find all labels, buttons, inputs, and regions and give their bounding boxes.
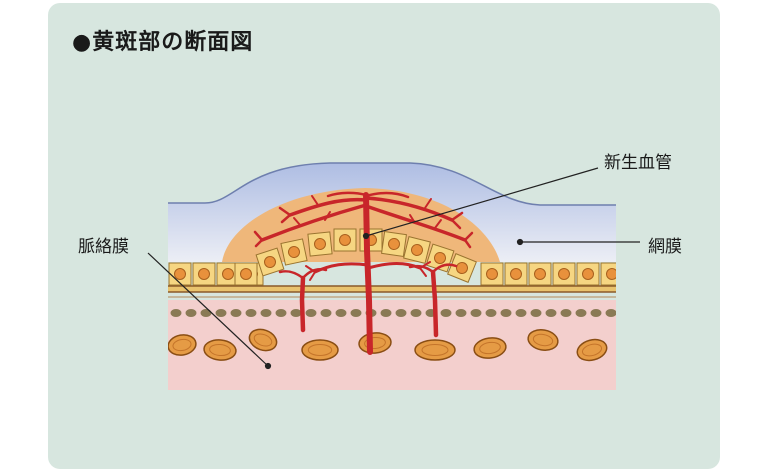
rpe-cell: [192, 262, 216, 286]
choroid-dot: [290, 309, 302, 317]
choroid-dot: [275, 309, 287, 317]
choroid-dot: [230, 309, 242, 317]
choroid-dot: [170, 309, 182, 317]
choroid-dot: [485, 309, 497, 317]
label-neovascular: 新生血管: [604, 153, 672, 173]
choroid-dot: [455, 309, 467, 317]
vessel-left-trunk: [299, 275, 306, 333]
choroid-dot: [410, 309, 422, 317]
choroid-cell: [203, 339, 237, 361]
vessel-right-trunk: [430, 269, 439, 338]
label-choroid: 脈絡膜: [78, 237, 129, 257]
leader-neovascular: [365, 167, 599, 237]
rpe-cell: [504, 262, 528, 286]
rpe-cell: [168, 262, 192, 286]
choroid-dot: [605, 309, 616, 317]
rpe-cell: [480, 262, 504, 286]
rpe-cell: [234, 262, 258, 286]
choroid-dot: [575, 309, 587, 317]
rpe-cell: [600, 262, 616, 286]
choroid-dot: [590, 309, 602, 317]
choroid-dot: [200, 309, 212, 317]
choroid-cells: [168, 328, 608, 362]
choroid-dot: [440, 309, 452, 317]
rpe-cell: [528, 262, 552, 286]
choroid-dot: [305, 309, 317, 317]
choroid-cell: [248, 328, 278, 352]
leader-lines: [147, 167, 640, 370]
choroid-dot: [470, 309, 482, 317]
choroid-dot: [515, 309, 527, 317]
choroid-cell: [414, 339, 456, 361]
rpe-cell: [333, 228, 357, 252]
choroid-dot: [350, 309, 362, 317]
rpe-cell: [307, 231, 333, 257]
neovascular-vessels: [253, 191, 474, 355]
label-retina: 網膜: [648, 237, 682, 257]
rpe-cell: [381, 231, 407, 257]
choroid-dot: [320, 309, 332, 317]
choroid-dot: [530, 309, 542, 317]
choroid-cell: [527, 329, 559, 351]
rpe-cell: [255, 247, 285, 277]
diagram-title: ●黄斑部の断面図: [72, 30, 254, 55]
choroid-cell: [473, 337, 507, 359]
choroid-cell: [168, 334, 197, 356]
choroid-dot: [560, 309, 572, 317]
rpe-cell: [280, 238, 308, 266]
choroid-dot: [380, 309, 392, 317]
membrane-band: [168, 286, 616, 292]
choroid-dot: [335, 309, 347, 317]
choroid-dot: [215, 309, 227, 317]
choroid-dot: [245, 309, 257, 317]
choroid-dot: [395, 309, 407, 317]
choroid-dot: [185, 309, 197, 317]
rpe-cell: [552, 262, 576, 286]
retina-surface-line: [168, 162, 616, 206]
choroid-dots: [170, 309, 616, 317]
choroid-cell: [576, 338, 608, 362]
leader-choroid: [147, 252, 269, 367]
choroid-dot: [545, 309, 557, 317]
choroid-dot: [260, 309, 272, 317]
rpe-cell: [403, 236, 431, 264]
vessel-main-trunk: [363, 192, 373, 355]
rpe-cells-raised: [234, 228, 477, 286]
choroid-dot: [500, 309, 512, 317]
rpe-cell: [576, 262, 600, 286]
choroid-cell: [301, 339, 339, 361]
